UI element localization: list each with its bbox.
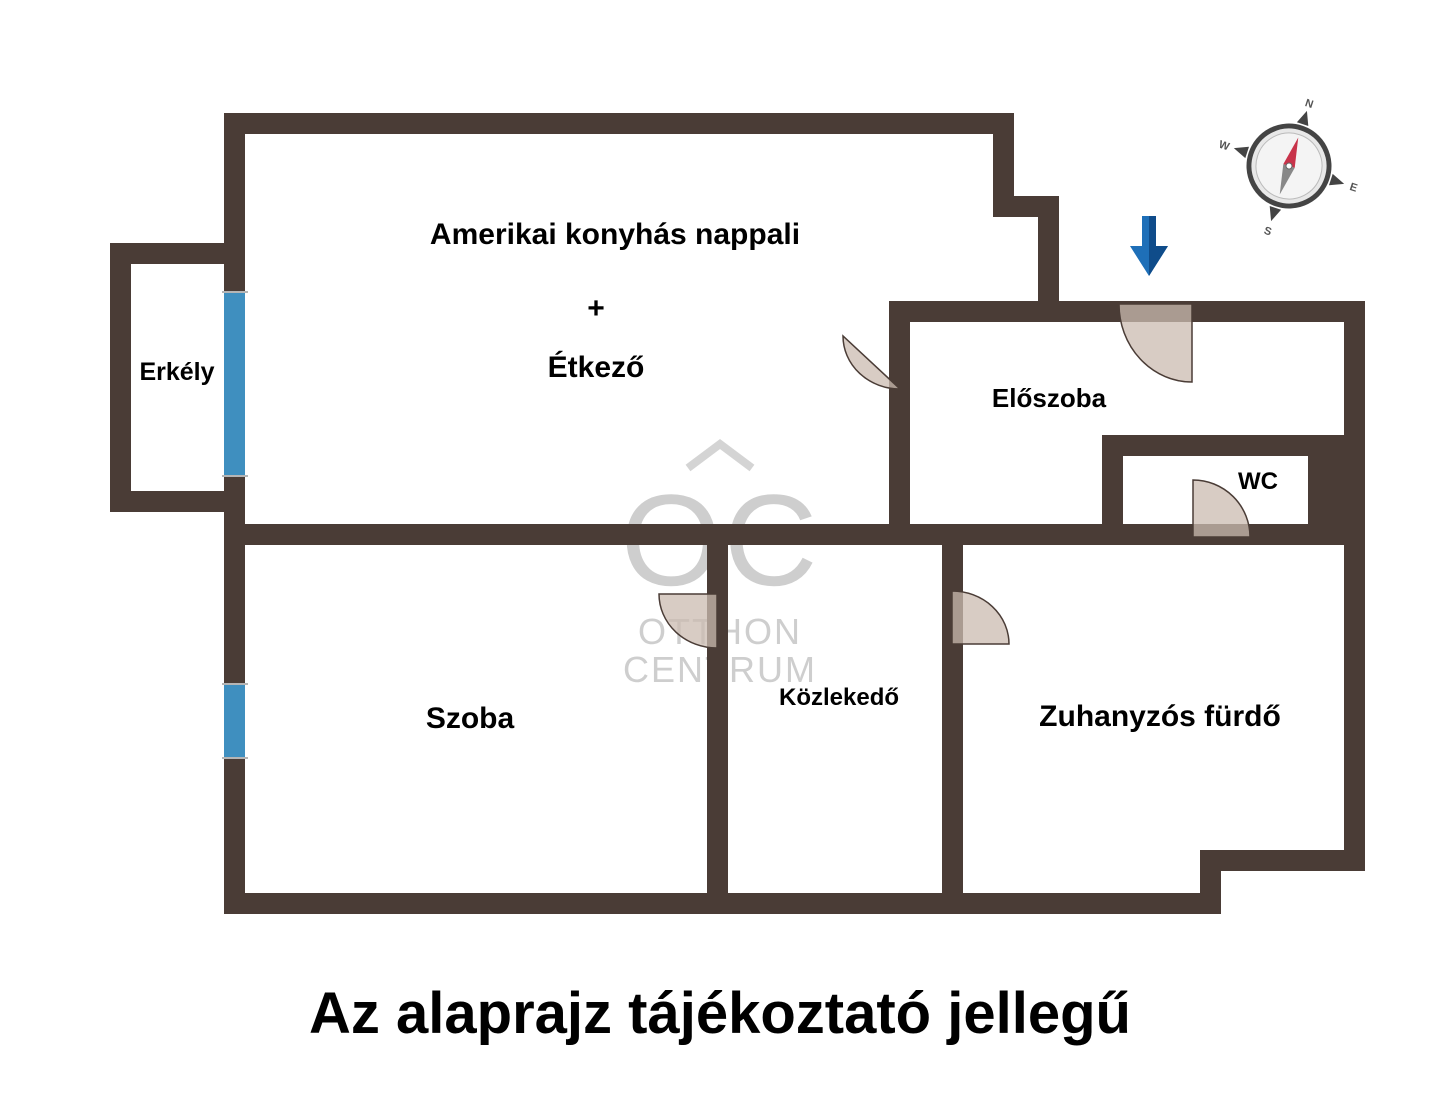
watermark-roof-icon	[685, 439, 755, 472]
label-bathroom: Zuhanyzós fürdő	[1039, 700, 1281, 733]
wc-door	[1192, 479, 1251, 538]
label-hall: Előszoba	[992, 383, 1107, 413]
compass-icon: N S E W	[1217, 97, 1359, 239]
entrance-door	[1118, 303, 1193, 383]
room-door	[658, 593, 718, 649]
compass-e: E	[1348, 181, 1359, 195]
disclaimer-text: Az alaprajz tájékoztató jellegű	[309, 981, 1131, 1046]
label-living: Amerikai konyhás nappali	[430, 218, 800, 251]
room-window	[224, 684, 245, 758]
entrance-arrow-icon	[1130, 216, 1168, 276]
windows	[224, 292, 245, 758]
label-balcony: Erkély	[139, 358, 214, 386]
bathroom-door	[951, 590, 1010, 645]
label-plus: +	[587, 292, 605, 325]
compass-n: N	[1303, 97, 1314, 111]
compass-s: S	[1262, 225, 1273, 239]
label-wc: WC	[1238, 468, 1278, 495]
living-door	[842, 334, 901, 391]
compass-w: W	[1217, 139, 1231, 154]
compass-needle-north	[1283, 137, 1299, 168]
balcony-window	[224, 292, 245, 476]
window-ticks	[222, 291, 248, 759]
doors	[658, 303, 1251, 649]
label-corridor: Közlekedő	[779, 684, 899, 711]
label-dining: Étkező	[548, 350, 645, 384]
label-room: Szoba	[426, 702, 515, 735]
compass-needle-south	[1279, 164, 1295, 195]
